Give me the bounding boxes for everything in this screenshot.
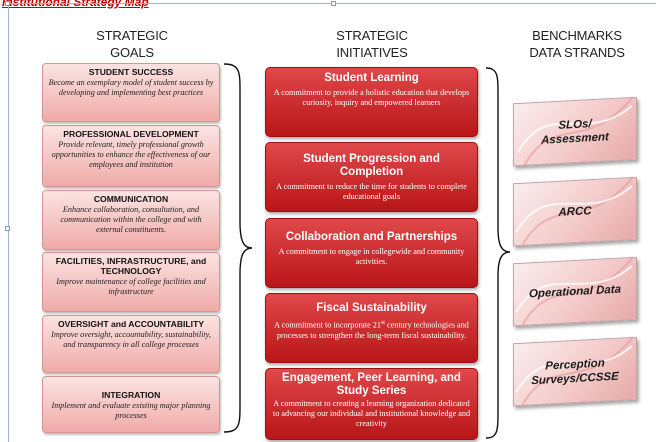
initiative-engagement: Engagement, Peer Learning, and Study Ser… [265,368,478,440]
goal-title: INTEGRATION [101,390,161,400]
goal-title: OVERSIGHT and ACCOUNTABILITY [57,319,205,329]
goal-description: Improve oversight, accountability, susta… [51,330,211,349]
initiative-description-part: century technologies and processes to st… [276,320,469,340]
resize-handle-middle-left[interactable] [5,226,10,231]
initiative-description: A commitment to incorporate 21st century… [272,318,471,341]
initiative-collaboration: Collaboration and Partnerships A commitm… [265,218,478,288]
initiative-title: Fiscal Sustainability [316,302,427,314]
goal-integration: INTEGRATION Implement and evaluate exist… [42,376,220,433]
dna-helix-icon [515,337,635,407]
dna-helix-icon [515,257,635,327]
header-benchmarks-line1: BENCHMARKS [532,28,622,43]
initiative-description-part: A commitment to incorporate 21 [274,320,381,330]
strand-slos-assessment: SLOs/ Assessment [513,96,637,167]
initiative-description: A commitment to reduce the time for stud… [276,182,467,201]
strand-operational-data: Operational Data [513,256,637,327]
header-goals-line1: STRATEGIC [96,28,168,43]
initiative-title: Student Progression and Completion [303,153,440,178]
resize-handle-top-center[interactable] [331,1,336,6]
initiative-student-learning: Student Learning A commitment to provide… [265,67,478,137]
initiative-fiscal-sustainability: Fiscal Sustainability A commitment to in… [265,293,478,363]
brace-initiatives [485,67,511,439]
goal-title: PROFESSIONAL DEVELOPMENT [63,129,199,139]
goal-title: STUDENT SUCCESS [88,67,174,77]
initiative-title: Collaboration and Partnerships [285,231,458,243]
initiative-title: Engagement, Peer Learning, and Study Ser… [282,372,461,397]
initiative-title: Student Learning [324,72,419,84]
header-benchmarks: BENCHMARKS DATA STRANDS [512,27,642,61]
header-initiatives-line2: INITIATIVES [336,45,408,60]
header-strategic-initiatives: STRATEGIC INITIATIVES [310,27,434,61]
goal-description: Enhance collaboration, consultation, and… [60,205,202,234]
strand-perception-surveys: Perception Surveys/CCSSE [513,336,637,407]
initiative-description-superscript: st [380,320,385,326]
header-initiatives-line1: STRATEGIC [336,28,408,43]
goal-description: Implement and evaluate existing major pl… [51,401,211,420]
page-title: Institutional Strategy Map [2,0,149,9]
goal-title: FACILITIES, INFRASTRUCTURE, and TECHNOLO… [55,256,207,276]
strand-arcc: ARCC [513,176,637,247]
goal-description: Provide relevant, timely professional gr… [51,140,211,169]
header-strategic-goals: STRATEGIC GOALS [72,27,192,61]
resize-handle-top-left[interactable] [5,1,10,6]
header-benchmarks-line2: DATA STRANDS [529,45,625,60]
initiative-description: A commitment to provide a holistic educa… [273,88,470,107]
goal-student-success: STUDENT SUCCESS Become an exemplary mode… [42,63,220,122]
initiative-description: A commitment to engage in collegewide an… [278,247,465,266]
goal-description: Improve maintenance of college facilitie… [56,277,206,296]
goal-facilities: FACILITIES, INFRASTRUCTURE, and TECHNOLO… [42,252,220,312]
initiative-description: A commitment to creating a learning orga… [272,399,471,428]
goal-description: Become an exemplary model of student suc… [48,78,214,97]
header-goals-line2: GOALS [110,45,154,60]
goal-oversight-accountability: OVERSIGHT and ACCOUNTABILITY Improve ove… [42,315,220,373]
dna-helix-icon [515,177,635,247]
goal-communication: COMMUNICATION Enhance collaboration, con… [42,190,220,250]
initiative-student-progression: Student Progression and Completion A com… [265,142,478,212]
goal-title: COMMUNICATION [93,194,169,204]
brace-goals [223,63,253,433]
goal-professional-development: PROFESSIONAL DEVELOPMENT Provide relevan… [42,125,220,187]
dna-helix-icon [517,97,635,167]
